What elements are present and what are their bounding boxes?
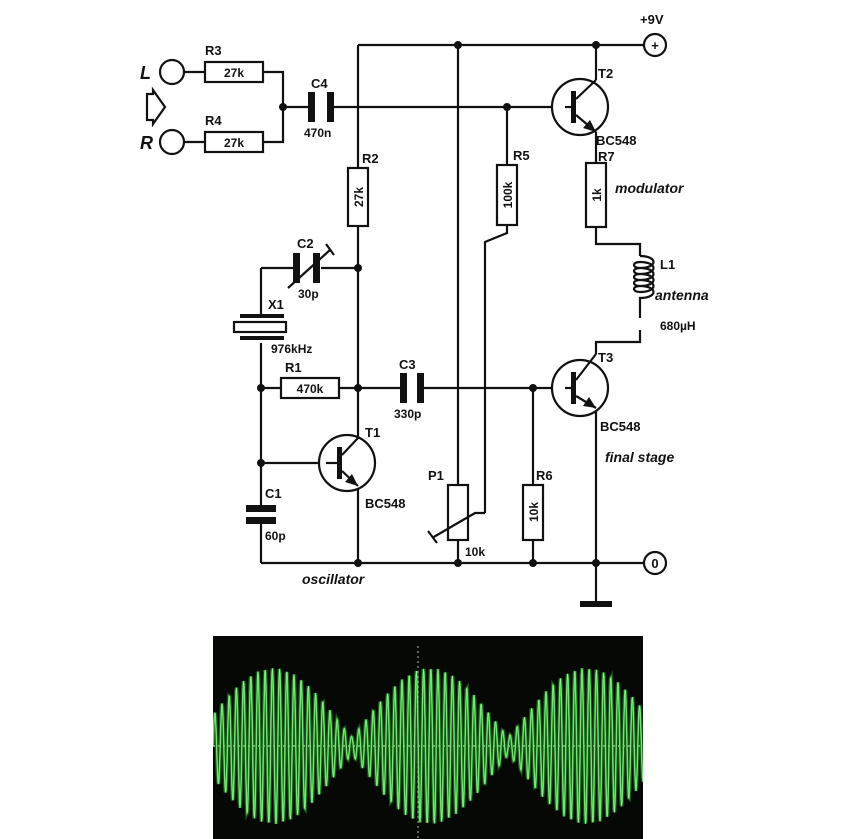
ground-symbol (580, 601, 612, 607)
svg-text:R2: R2 (362, 151, 379, 166)
svg-text:T3: T3 (598, 350, 613, 365)
capacitor-c2-trimmer: C2 30p (287, 236, 335, 301)
svg-text:R6: R6 (536, 468, 553, 483)
svg-text:27k: 27k (352, 187, 366, 207)
svg-text:27k: 27k (224, 66, 244, 80)
resistor-r6: 10k R6 (521, 468, 553, 542)
stereo-input-arrow-icon (145, 86, 167, 128)
svg-text:+: + (651, 38, 659, 53)
svg-text:BC548: BC548 (596, 133, 636, 148)
svg-text:R4: R4 (205, 113, 222, 128)
svg-text:30p: 30p (298, 287, 319, 301)
svg-text:330p: 330p (394, 407, 421, 421)
svg-text:100k: 100k (501, 181, 515, 208)
resistor-r5: 100k R5 (495, 148, 530, 227)
transistor-t2: T2 BC548 modulator (550, 66, 685, 196)
svg-text:470n: 470n (304, 126, 331, 140)
svg-text:L1: L1 (660, 257, 675, 272)
svg-text:+9V: +9V (640, 12, 664, 27)
resistor-r7: 1k R7 (584, 149, 615, 229)
svg-text:modulator: modulator (615, 180, 685, 196)
svg-text:R1: R1 (285, 360, 302, 375)
svg-text:680µH: 680µH (660, 319, 696, 333)
svg-text:C4: C4 (311, 76, 328, 91)
ground-terminal: 0 (642, 550, 668, 576)
transistor-t3: T3 BC548 final stage (550, 350, 674, 465)
inductor-l1: L1 antenna 680µH (632, 254, 709, 333)
svg-text:X1: X1 (268, 297, 284, 312)
circuit-schematic: + +9V 0 L R 27k R3 27k R4 27k R2 100k R5… (140, 12, 709, 607)
svg-text:T2: T2 (598, 66, 613, 81)
transistor-t1: T1 BC548 oscillator (302, 388, 405, 587)
crystal-x1: X1 976kHz (232, 297, 312, 356)
svg-text:P1: P1 (428, 468, 444, 483)
wires (184, 43, 643, 603)
potentiometer-p1: P1 10k (427, 468, 485, 559)
capacitor-c1: C1 60p (246, 486, 286, 543)
resistor-r2: 27k R2 (346, 151, 379, 228)
svg-text:T1: T1 (365, 425, 380, 440)
svg-text:final stage: final stage (605, 449, 674, 465)
trace-core (213, 668, 643, 824)
svg-text:R5: R5 (513, 148, 530, 163)
svg-text:C1: C1 (265, 486, 282, 501)
supply-terminal: + +9V (640, 12, 668, 58)
svg-text:976kHz: 976kHz (271, 342, 312, 356)
svg-text:antenna: antenna (655, 287, 709, 303)
resistor-r4: 27k R4 (203, 113, 265, 154)
resistor-r3: 27k R3 (203, 43, 265, 84)
input-terminals: L R (140, 58, 186, 156)
svg-text:60p: 60p (265, 529, 286, 543)
svg-text:L: L (140, 63, 151, 83)
svg-text:oscillator: oscillator (302, 571, 366, 587)
capacitor-c3: C3 330p (394, 357, 424, 421)
svg-text:R: R (140, 133, 153, 153)
junction-dots (257, 41, 600, 567)
resistor-r1: 470k R1 (279, 360, 341, 400)
svg-text:10k: 10k (527, 502, 541, 522)
svg-text:C3: C3 (399, 357, 416, 372)
capacitor-c4: C4 470n (304, 76, 334, 140)
svg-text:R3: R3 (205, 43, 222, 58)
svg-text:R7: R7 (598, 149, 615, 164)
svg-text:27k: 27k (224, 136, 244, 150)
svg-text:0: 0 (651, 556, 658, 571)
svg-text:BC548: BC548 (365, 496, 405, 511)
svg-text:1k: 1k (590, 188, 604, 202)
am-waveform-trace (213, 636, 643, 839)
svg-text:C2: C2 (297, 236, 314, 251)
svg-text:470k: 470k (297, 382, 324, 396)
svg-text:BC548: BC548 (600, 419, 640, 434)
oscilloscope-display (213, 636, 643, 839)
svg-text:10k: 10k (465, 545, 485, 559)
